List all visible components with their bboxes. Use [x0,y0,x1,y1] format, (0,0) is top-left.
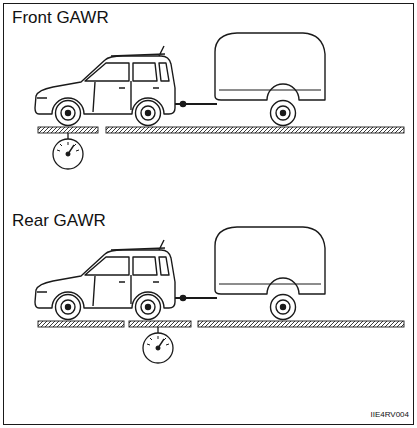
vehicle-with-trailer [35,227,325,320]
scale-platform [129,321,191,327]
frame [4,4,414,425]
scale-platform [38,127,98,133]
panel-heading: Rear GAWR [12,212,106,231]
figure-id: IIE4RV004 [370,411,409,420]
ground-platform [38,321,124,327]
weight-scale [143,327,173,363]
ground-platform [198,321,404,327]
weight-scale [53,133,83,169]
ground-platform [106,127,404,133]
vehicle-with-trailer [35,33,325,126]
panel-heading: Front GAWR [12,9,109,28]
